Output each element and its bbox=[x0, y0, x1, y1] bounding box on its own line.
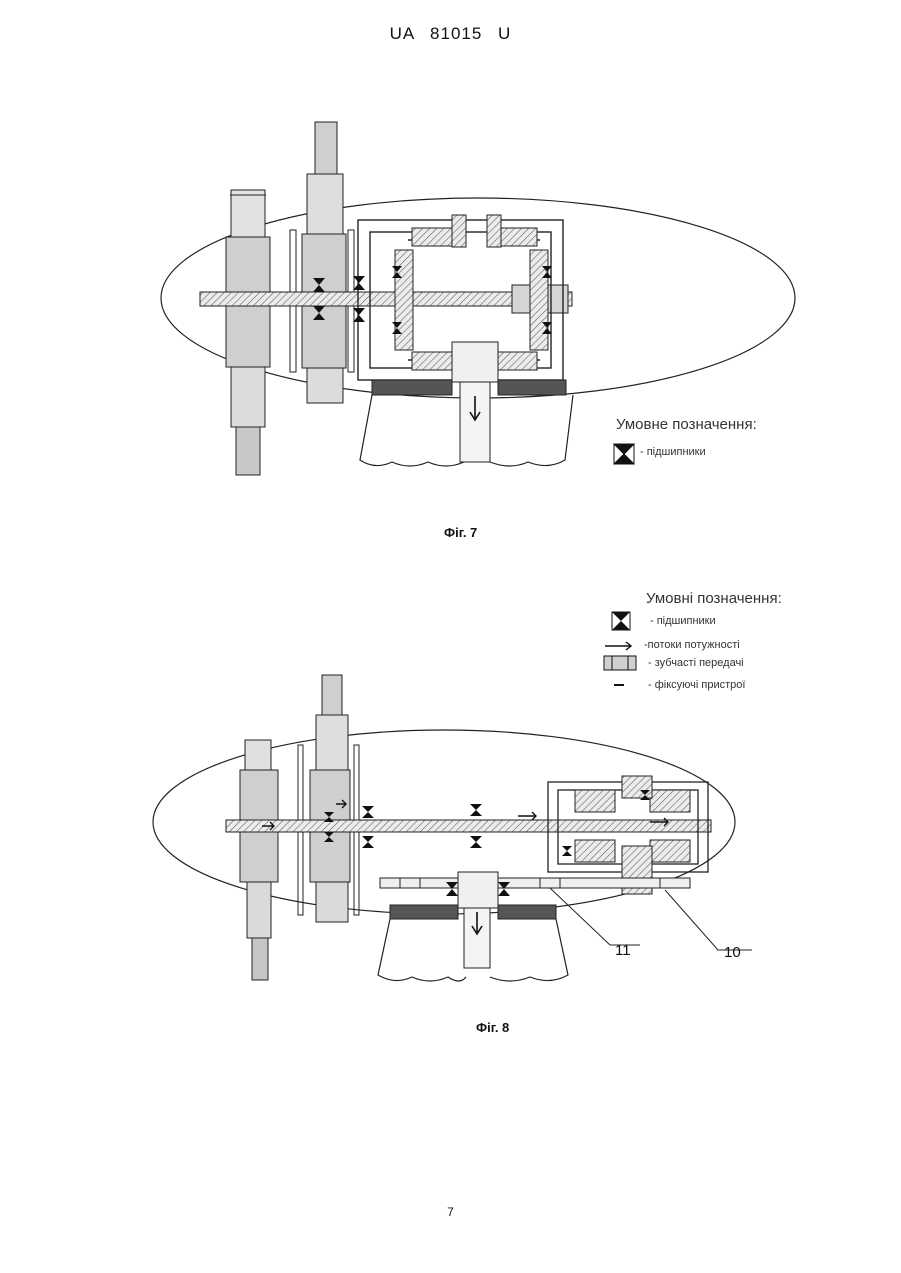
figure-8-caption: Фіг. 8 bbox=[476, 1020, 509, 1035]
figure-8-legend-title: Умовні позначення: bbox=[646, 590, 782, 607]
output-gear bbox=[458, 872, 498, 908]
callout-leader-11 bbox=[550, 888, 640, 945]
output-gear bbox=[452, 342, 498, 382]
second-vertical-shaft bbox=[298, 675, 359, 922]
left-vertical-shaft bbox=[226, 190, 270, 475]
output-arrow bbox=[472, 912, 482, 934]
callout-11: 11 bbox=[615, 942, 631, 959]
gear-train bbox=[380, 878, 690, 888]
figure-7-legend-title: Умовне позначення: bbox=[616, 416, 757, 433]
power-flow-arrow-icon bbox=[262, 800, 668, 830]
housing-outline bbox=[153, 730, 735, 914]
callout-leader-10 bbox=[665, 890, 752, 950]
figure-7-drawing bbox=[0, 0, 901, 520]
bearing-icon bbox=[614, 444, 634, 464]
figure-7-legend-bearings: - підшипники bbox=[640, 446, 706, 458]
figure-8-legend-gears: - зубчасті передачі bbox=[648, 657, 744, 669]
figure-7-caption: Фіг. 7 bbox=[444, 525, 477, 540]
figure-8-legend-power-flows: -потоки потужності bbox=[644, 639, 740, 651]
figure-8-legend-locking-devices: - фіксуючі пристрої bbox=[648, 679, 745, 691]
callout-10: 10 bbox=[724, 944, 741, 961]
second-vertical-shaft bbox=[290, 122, 354, 403]
gear-transmission-icon bbox=[604, 656, 636, 670]
differential-housing bbox=[548, 782, 708, 872]
power-flow-arrow-icon bbox=[605, 642, 631, 650]
bearing-icon bbox=[612, 612, 630, 630]
support-base bbox=[378, 919, 568, 981]
figure-8-legend-bearings: - підшипники bbox=[650, 615, 716, 627]
page-number: 7 bbox=[0, 1205, 901, 1219]
main-shaft bbox=[226, 820, 711, 832]
bevel-gears bbox=[575, 776, 690, 894]
output-shaft bbox=[464, 908, 490, 968]
output-shaft bbox=[460, 382, 490, 462]
bearing-icon bbox=[324, 790, 650, 896]
left-vertical-shaft bbox=[240, 740, 278, 980]
